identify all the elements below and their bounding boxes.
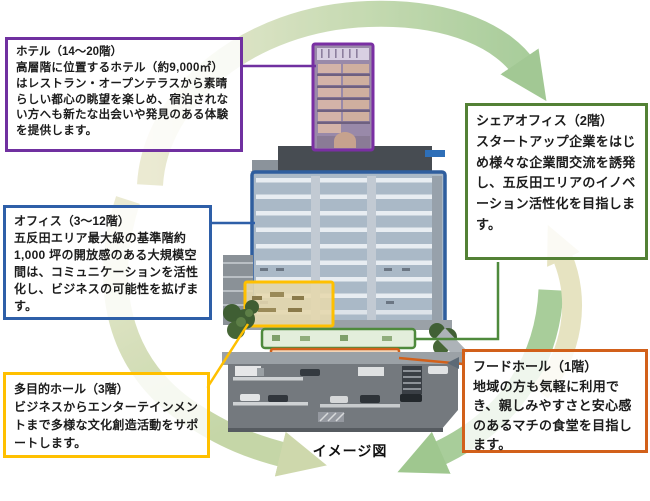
- callout-hotel: ホテル（14～20階） 高層階に位置するホテル（約9,000㎡）はレストラン・オ…: [5, 37, 243, 152]
- underground-parking: [228, 364, 458, 432]
- callout-food-hall-body: 地域の方も気軽に利用でき、親しみやすさと安心感のあるマチの食堂を目指します。: [473, 378, 633, 453]
- callout-office-title: オフィス（3～12階）: [14, 214, 130, 228]
- food-hall-pointer-icon: [447, 357, 459, 369]
- callout-office-body: 五反田エリア最大級の基準階約 1,000 坪の開放感のある大規模空間は、コミュニ…: [14, 231, 199, 314]
- callout-hotel-body: 高層階に位置するホテル（約9,000㎡）はレストラン・オープンテラスから素晴らし…: [16, 61, 229, 138]
- callout-food-hall: フードホール（1階） 地域の方も気軽に利用でき、親しみやすさと安心感のあるマチの…: [462, 349, 648, 453]
- callout-office: オフィス（3～12階） 五反田エリア最大級の基準階約 1,000 坪の開放感のあ…: [3, 205, 212, 320]
- building: [222, 42, 468, 432]
- share-office-highlight: [260, 327, 417, 350]
- hall-highlight: [243, 280, 335, 328]
- roof-blue-edge: [425, 150, 445, 157]
- callout-hall: 多目的ホール（3階） ビジネスからエンターテインメントまで多様な文化創造活動をサ…: [3, 372, 210, 458]
- callout-hall-body: ビジネスからエンターテインメントまで多様な文化創造活動をサポートします。: [14, 400, 199, 450]
- elevator-shaft: [402, 366, 422, 394]
- share-office-connector: [415, 262, 500, 341]
- callout-food-hall-title: フードホール（1階）: [473, 359, 598, 374]
- image-caption: イメージ図: [312, 443, 388, 459]
- ground-slab: [222, 352, 462, 365]
- hotel-arch: [334, 132, 356, 148]
- hall-connector: [205, 323, 250, 389]
- roof-left: [252, 160, 286, 173]
- callout-share-office-body: スタートアップ企業をはじめ様々な企業間交流を誘発し、五反田エリアのイノベーション…: [476, 133, 636, 232]
- callout-hotel-title: ホテル（14～20階）: [16, 46, 123, 58]
- callout-hall-title: 多目的ホール（3階）: [14, 382, 129, 396]
- slab-3f: [230, 320, 452, 330]
- hotel-highlight: [311, 42, 375, 152]
- callout-share-office: シェアオフィス（2階） スタートアップ企業をはじめ様々な企業間交流を誘発し、五反…: [465, 103, 648, 260]
- callout-share-office-title: シェアオフィス（2階）: [476, 113, 613, 128]
- connector-lines: [205, 64, 500, 389]
